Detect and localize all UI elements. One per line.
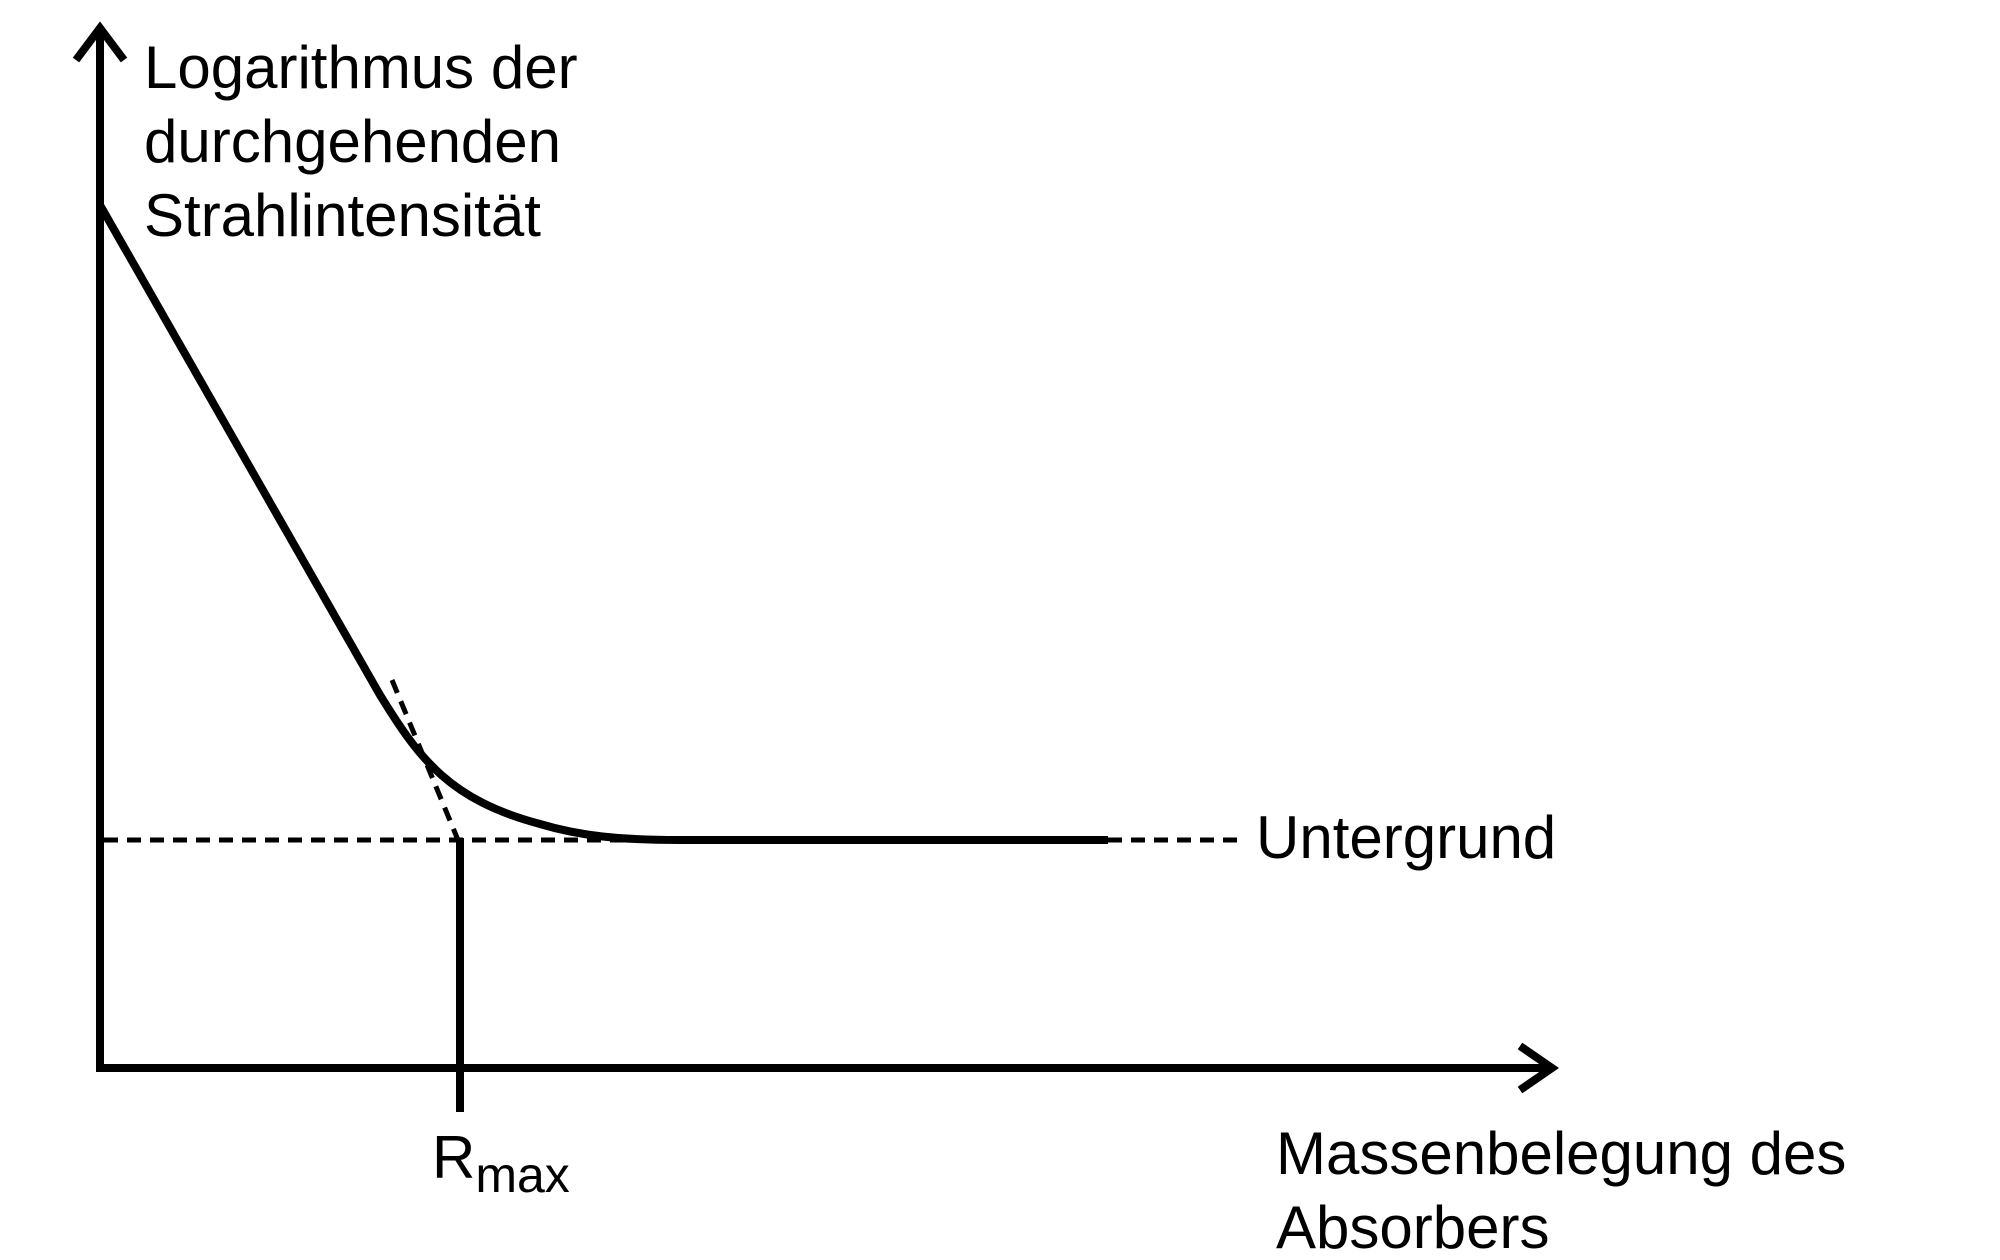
y-axis-label-line-1: Logarithmus der [144, 34, 578, 101]
x-axis-arrowhead [1517, 1042, 1560, 1094]
background-label: Untergrund [1256, 804, 1556, 871]
y-axis-label: Logarithmus der durchgehenden Strahlinte… [144, 34, 594, 249]
x-axis-label-line-2: Absorbers [1276, 1194, 1549, 1260]
y-axis-arrowhead [72, 21, 128, 63]
rmax-label-main: R [432, 1124, 475, 1191]
absorption-curve [96, 203, 1108, 844]
x-axis-label-line-1: Massenbelegung des [1276, 1120, 1846, 1187]
x-axis-label: Massenbelegung des Absorbers [1276, 1120, 1863, 1260]
extrapolation-dashed-line [389, 679, 461, 841]
rmax-label: Rmax [432, 1124, 570, 1203]
rmax-label-subscript: max [475, 1147, 569, 1203]
y-axis-label-line-2: durchgehenden [144, 108, 561, 175]
y-axis-label-line-3: Strahlintensität [144, 182, 541, 249]
